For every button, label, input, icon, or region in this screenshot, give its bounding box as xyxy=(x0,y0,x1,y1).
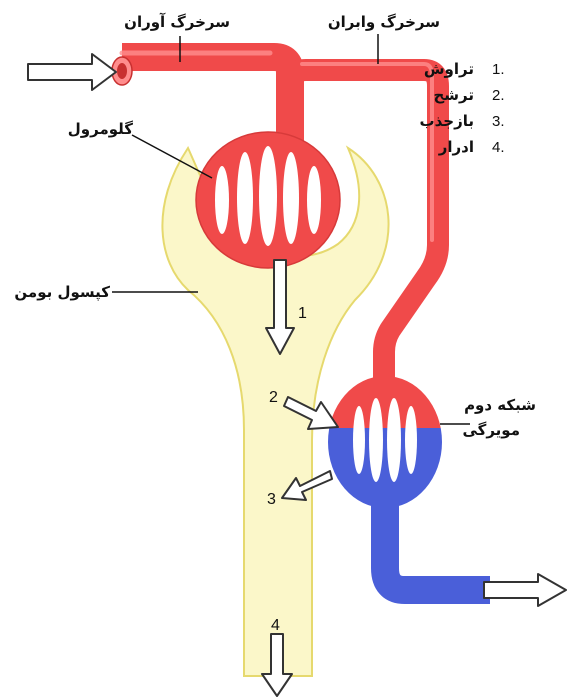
label-afferent-arteriole: سرخرگ آوران xyxy=(124,13,230,31)
legend-text: ترشح xyxy=(433,86,474,104)
legend-number: 3. xyxy=(492,113,505,130)
venule xyxy=(385,500,490,590)
legend-item: 4. ادرار xyxy=(438,138,505,156)
legend-item: 3. بازجذب xyxy=(420,112,505,130)
leader-glomerulus xyxy=(132,135,212,178)
legend-number: 4. xyxy=(492,139,505,156)
label-bowman-capsule: کپسول بومن xyxy=(14,283,110,302)
step-number-secretion: 2 xyxy=(269,389,278,406)
legend-text: تراوش xyxy=(424,60,474,78)
label-peritubular-line1: شبکه دوم xyxy=(464,396,536,414)
inflow-arrow xyxy=(28,54,116,90)
peritubular-network xyxy=(328,376,442,508)
label-glomerulus: گلومرول xyxy=(68,120,133,138)
legend-number: 1. xyxy=(492,61,505,78)
step-number-excretion: 4 xyxy=(271,617,280,634)
legend-item: 1. تراوش xyxy=(424,60,505,78)
step-number-reabsorption: 3 xyxy=(267,491,276,508)
step-number-filtration: 1 xyxy=(298,305,307,322)
legend-text: ادرار xyxy=(438,138,474,156)
outflow-arrow xyxy=(484,574,566,606)
legend-item: 2. ترشح xyxy=(433,86,504,104)
label-efferent-arteriole: سرخرگ وابران xyxy=(328,13,440,31)
label-peritubular-line2: مویرگی xyxy=(462,421,520,439)
legend-text: بازجذب xyxy=(420,112,474,130)
legend-number: 2. xyxy=(492,87,505,104)
afferent-arteriole-lumen xyxy=(117,63,127,79)
